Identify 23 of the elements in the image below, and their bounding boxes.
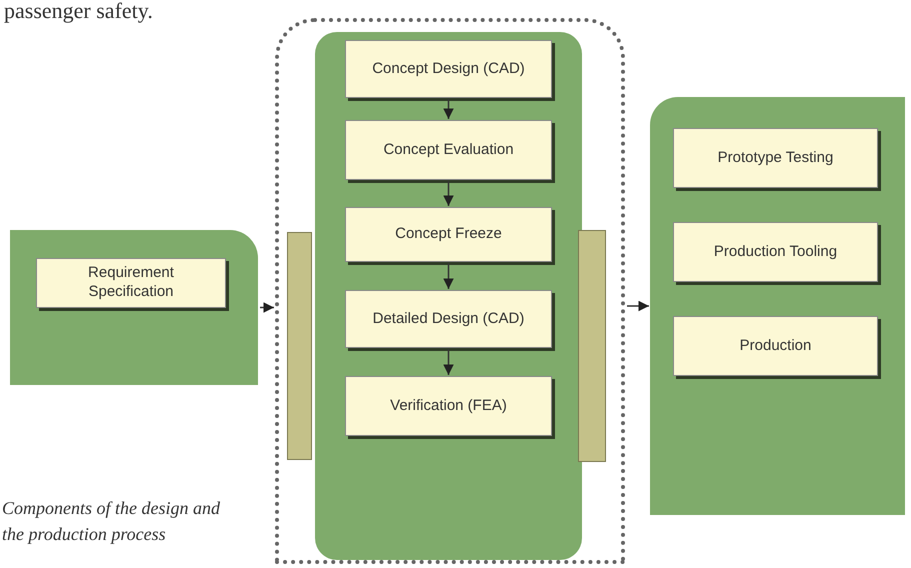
arrow xyxy=(443,99,454,119)
arrow xyxy=(627,300,649,312)
process-box: Concept Freeze xyxy=(345,207,552,262)
group-panel xyxy=(650,97,905,515)
side-bar xyxy=(578,230,606,462)
process-box: Production xyxy=(673,316,878,376)
dotted-enclosure xyxy=(275,18,625,564)
side-bar xyxy=(287,232,312,460)
group-panel xyxy=(315,32,582,560)
process-box: Production Tooling xyxy=(673,222,878,282)
arrow xyxy=(443,181,454,206)
body-text: passenger safety. xyxy=(4,0,153,22)
arrow xyxy=(443,349,454,375)
process-box: Concept Design (CAD) xyxy=(345,40,552,98)
process-box: Concept Evaluation xyxy=(345,120,552,180)
process-box: Verification (FEA) xyxy=(345,376,552,436)
arrow xyxy=(260,302,274,313)
process-box: Prototype Testing xyxy=(673,128,878,188)
process-box: Requirement Specification xyxy=(36,258,226,308)
arrow xyxy=(443,263,454,289)
caption: Components of the design and the production process xyxy=(2,497,221,546)
group-panel xyxy=(10,230,258,385)
process-box: Detailed Design (CAD) xyxy=(345,290,552,348)
